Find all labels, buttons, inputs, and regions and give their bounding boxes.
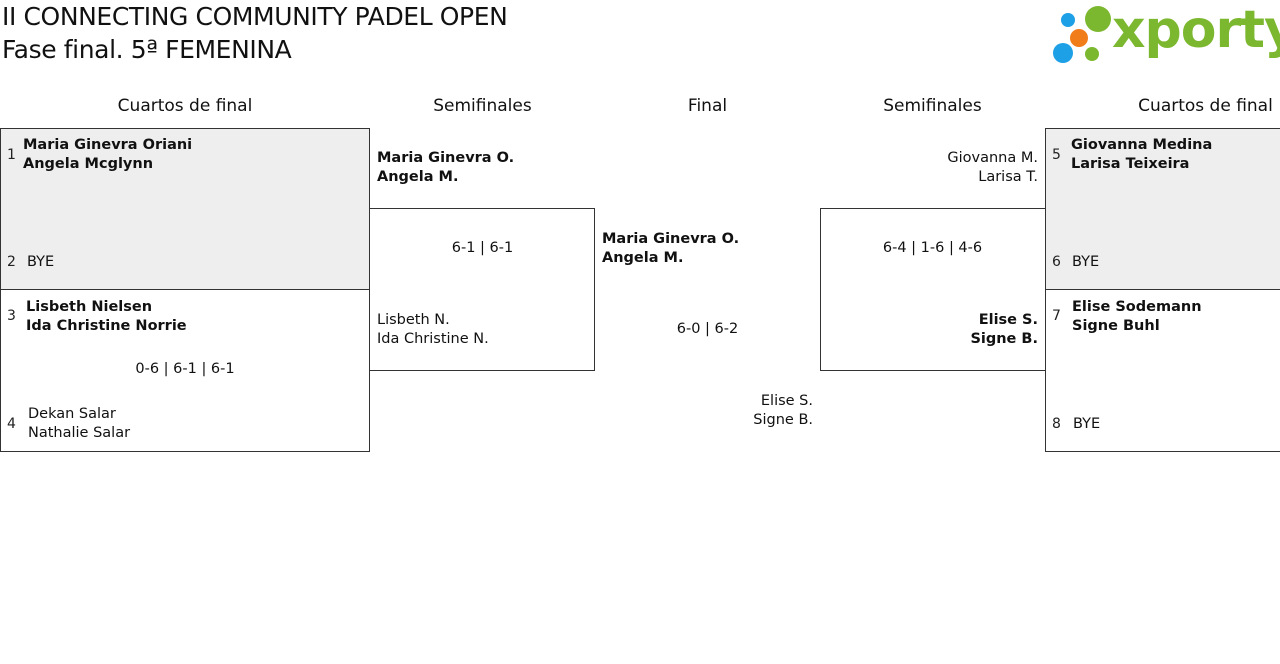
bye-label: BYE	[1072, 254, 1100, 270]
player-name: Angela Mcglynn	[23, 156, 154, 172]
bye-label: BYE	[1073, 416, 1101, 432]
seed-number: 5	[1052, 147, 1061, 163]
match-card-right-qf-2[interactable]	[1045, 289, 1280, 452]
logo-dots-icon	[1053, 6, 1111, 63]
seed-number: 2	[7, 254, 16, 270]
player-name: Larisa T.	[978, 169, 1038, 185]
match-card-left-sf[interactable]	[369, 208, 595, 371]
player-name: Signe Buhl	[1072, 318, 1160, 334]
player-name: Elise Sodemann	[1072, 299, 1202, 315]
player-name: Signe B.	[753, 412, 813, 428]
player-name: Nathalie Salar	[28, 425, 131, 441]
seed-number: 1	[7, 147, 16, 163]
seed-number: 4	[7, 416, 16, 432]
page-subtitle: Fase final. 5ª FEMENINA	[2, 35, 292, 64]
match-card-left-qf-1[interactable]	[0, 128, 370, 290]
player-name: Elise S.	[760, 393, 813, 409]
seed-number: 7	[1052, 308, 1061, 324]
player-name: Dekan Salar	[28, 406, 116, 422]
player-name: Elise S.	[978, 312, 1038, 328]
player-name: Maria Ginevra Oriani	[23, 137, 193, 153]
round-header-final: Final	[687, 96, 728, 116]
round-header-left-qf: Cuartos de final	[117, 96, 253, 116]
player-name: Angela M.	[377, 169, 459, 185]
match-score: 6-0 | 6-2	[676, 321, 739, 337]
match-score: 6-1 | 6-1	[451, 240, 514, 256]
xporty-logo: xporty	[1050, 0, 1280, 68]
match-score: 6-4 | 1-6 | 4-6	[882, 240, 983, 256]
round-header-left-sf: Semifinales	[433, 96, 532, 116]
seed-number: 6	[1052, 254, 1061, 270]
player-name: Maria Ginevra O.	[602, 231, 740, 247]
round-header-right-sf: Semifinales	[883, 96, 982, 116]
player-name: Angela M.	[602, 250, 684, 266]
player-name: Maria Ginevra O.	[377, 150, 515, 166]
logo-wordmark: xporty	[1112, 0, 1280, 60]
player-name: Signe B.	[970, 331, 1038, 347]
page-title: II CONNECTING COMMUNITY PADEL OPEN	[2, 2, 508, 31]
player-name: Larisa Teixeira	[1071, 156, 1190, 172]
match-score: 0-6 | 6-1 | 6-1	[135, 361, 235, 377]
player-name: Giovanna M.	[947, 150, 1038, 166]
player-name: Lisbeth Nielsen	[26, 299, 153, 315]
bye-label: BYE	[27, 254, 55, 270]
player-name: Giovanna Medina	[1071, 137, 1213, 153]
seed-number: 8	[1052, 416, 1061, 432]
seed-number: 3	[7, 308, 16, 324]
player-name: Ida Christine N.	[377, 331, 489, 347]
player-name: Ida Christine Norrie	[26, 318, 187, 334]
player-name: Lisbeth N.	[377, 312, 450, 328]
round-header-right-qf: Cuartos de final	[1138, 96, 1273, 116]
